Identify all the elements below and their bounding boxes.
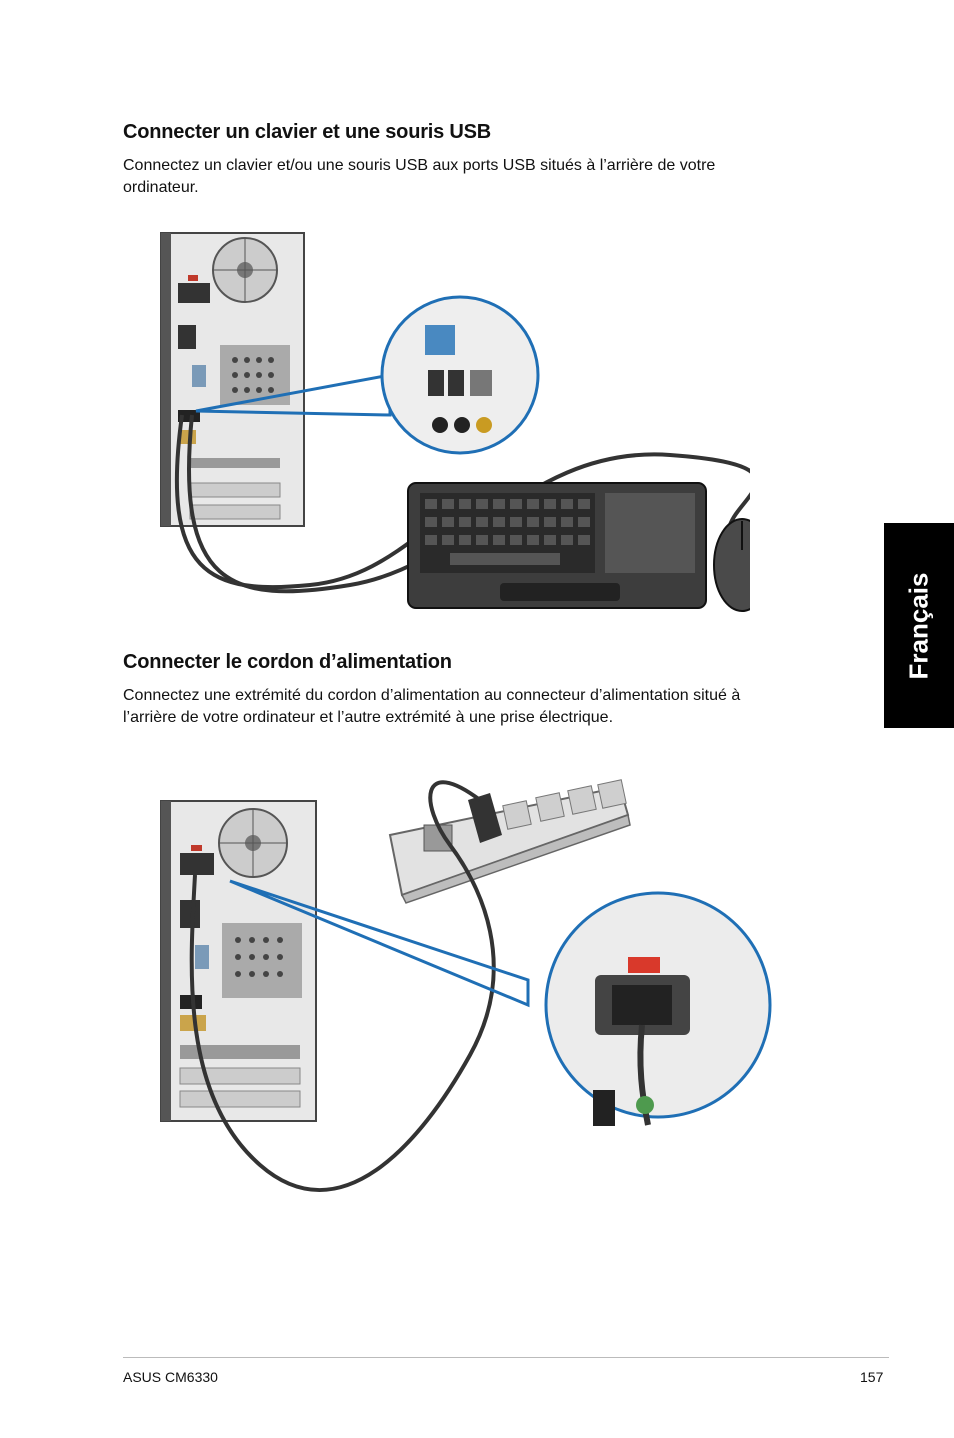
section-heading-usb: Connecter un clavier et une souris USB [123, 121, 492, 143]
footer-product: ASUS CM6330 [123, 1369, 218, 1385]
section-text-usb-line1: Connectez un clavier et/ou une souris US… [123, 157, 716, 174]
language-side-tab-label: Français [903, 572, 934, 679]
language-side-tab: Français [884, 523, 954, 728]
footer-page-number: 157 [860, 1369, 884, 1385]
power-connection-illustration [160, 779, 772, 1192]
section-text-power-line1: Connectez une extrémité du cordon d’alim… [123, 687, 741, 704]
footer-divider [123, 1357, 889, 1358]
section-heading-power: Connecter le cordon d’alimentation [123, 651, 452, 673]
section-text-power-line2: l’arrière de votre ordinateur et l’autre… [123, 709, 614, 726]
usb-connection-illustration [160, 232, 750, 612]
section-text-usb-line2: ordinateur. [123, 179, 199, 196]
section-text-power: Connectez une extrémité du cordon d’alim… [123, 685, 823, 729]
section-text-usb: Connectez un clavier et/ou une souris US… [123, 155, 823, 199]
